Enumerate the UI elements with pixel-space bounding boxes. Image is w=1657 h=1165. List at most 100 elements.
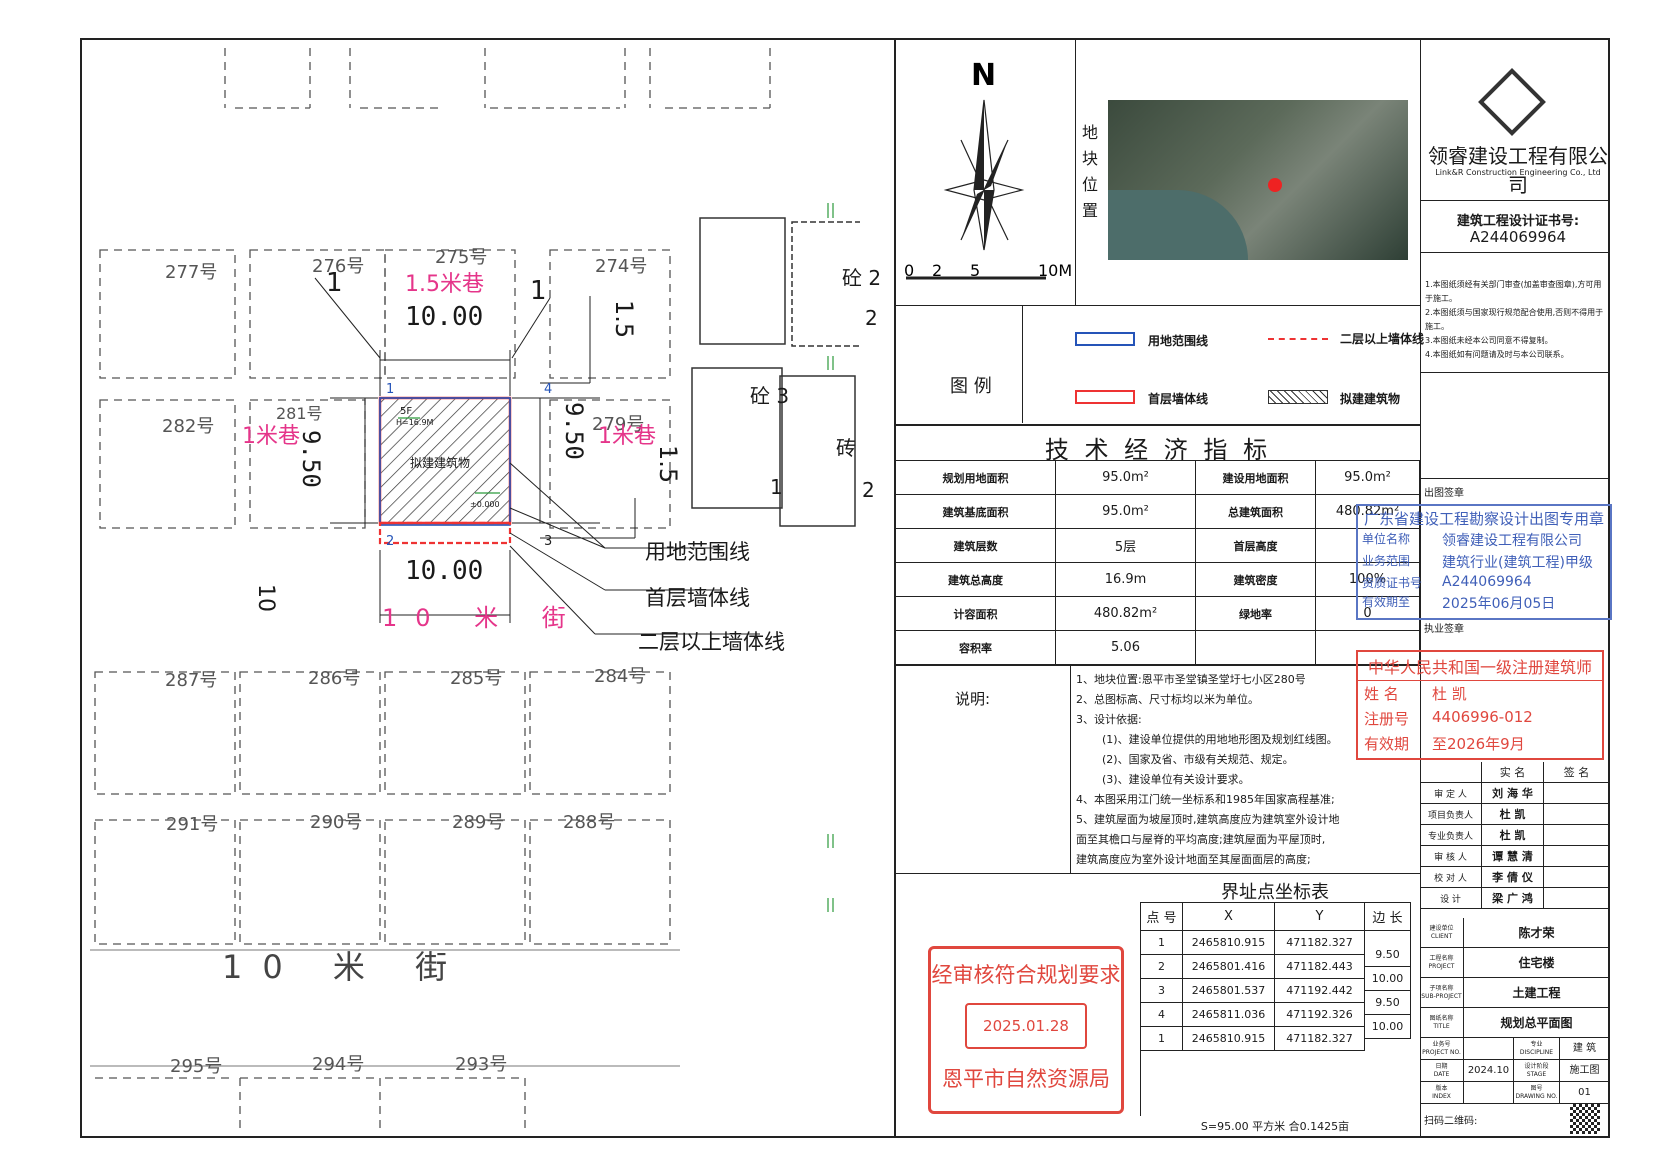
seal-key: 有效期 [1364, 735, 1410, 753]
lot-288: 288号 [563, 812, 616, 833]
project-key: 工程名称 PROJECT [1420, 948, 1464, 978]
legend-swatch-ground-wall [1075, 390, 1135, 404]
tech-cell: 480.82m² [1316, 495, 1420, 529]
project-meta [1464, 1082, 1514, 1104]
coords-cell: 2 [1141, 955, 1183, 979]
tech-cell: 95.0m² [1056, 495, 1196, 529]
lane-1-5m: 1.5米巷 [405, 272, 484, 297]
seal-key: 有效期至 [1362, 595, 1411, 609]
svg-text:5: 5 [970, 261, 980, 280]
street-10m-bottom: 10 米 街 [222, 948, 468, 986]
signature-name: 李 倩 仪 [1482, 867, 1544, 888]
coords-edge: 9.50 [1365, 943, 1411, 967]
panel-divider [894, 38, 896, 1138]
block-concrete-3: 砼 3 [750, 384, 790, 408]
seal-key: 资质证书号 [1362, 576, 1423, 590]
aerial-photo [1108, 100, 1408, 260]
coords-edge: 10.00 [1365, 967, 1411, 991]
tech-cell: 总建筑面积 [1196, 495, 1316, 529]
callout-site-boundary: 用地范围线 [645, 540, 750, 564]
tech-cell: 95.0m² [1056, 461, 1196, 495]
tech-cell: 容积率 [896, 631, 1056, 665]
lot-281: 281号 [276, 404, 323, 423]
dim-offset-right: 1 [530, 276, 547, 306]
site-marker-icon [1268, 178, 1282, 192]
tech-cell: 0 [1316, 597, 1420, 631]
legend-label-building: 拟建建筑物 [1340, 392, 1401, 406]
coords-cell: 471192.326 [1275, 1003, 1365, 1027]
signature-name: 杜 凯 [1482, 825, 1544, 846]
project-key: 子项名称 SUB-PROJECT [1420, 978, 1464, 1008]
coords-cell: 471182.443 [1275, 955, 1365, 979]
tech-cell: 100% [1316, 563, 1420, 597]
coords-cell: 471182.327 [1275, 931, 1365, 955]
cert-label: 建筑工程设计证书号: [1456, 214, 1580, 229]
north-arrow-icon: N 0 2 5 10M [904, 58, 1072, 280]
seal-row: 单位名称领睿建设工程有限公司 [1358, 529, 1610, 551]
coords-footer: S=95.00 平方米 合0.1425亩 [1200, 1120, 1350, 1133]
lot-284: 284号 [594, 666, 647, 687]
tech-title: 技 术 经 济 指 标 [1044, 436, 1272, 464]
seal-value: 2025年06月05日 [1442, 596, 1556, 612]
coords-cell: 1 [1141, 1027, 1183, 1051]
signature-table: 实 名签 名审 定 人刘 海 华项目负责人杜 凯专业负责人杜 凯审 核 人谭 慧… [1420, 762, 1610, 910]
dim-offset-top: 1.5 [610, 300, 638, 339]
lot-293: 293号 [455, 1054, 508, 1075]
signature-header [1420, 762, 1482, 783]
dim-width-bottom: 10.00 [405, 556, 484, 586]
building-floors: 5F [400, 406, 413, 417]
description-label: 说明: [955, 690, 991, 708]
tech-cell: 5层 [1056, 529, 1196, 563]
project-value: 陈才荣 [1464, 918, 1610, 948]
project-value: 土建工程 [1464, 978, 1610, 1008]
coords-cell: 1 [1141, 931, 1183, 955]
tech-cell: 建设用地面积 [1196, 461, 1316, 495]
seal-value: 领睿建设工程有限公司 [1442, 533, 1582, 549]
coords-title: 界址点坐标表 [1221, 882, 1329, 903]
coords-header: 边 长 [1365, 903, 1411, 931]
project-meta [1464, 1038, 1514, 1060]
tech-cell: 5.06 [1056, 631, 1196, 665]
project-value: 规划总平面图 [1464, 1008, 1610, 1038]
block-brick: 砖 [836, 436, 856, 460]
signature-role: 审 核 人 [1420, 846, 1482, 867]
compass-north: N [971, 58, 996, 93]
tech-cell: 480.82m² [1056, 597, 1196, 631]
point-4: 4 [544, 382, 553, 397]
project-meta: 2024.10 [1464, 1060, 1514, 1082]
signature-role: 项目负责人 [1420, 804, 1482, 825]
lot-285: 285号 [450, 668, 503, 689]
legend-label-ground-wall: 首层墙体线 [1148, 392, 1209, 406]
site-plan [90, 48, 860, 1133]
lot-295: 295号 [170, 1056, 223, 1077]
signature-name: 谭 慧 清 [1482, 846, 1544, 867]
lot-287: 287号 [165, 670, 218, 691]
tech-cell: 建筑基底面积 [896, 495, 1056, 529]
coords-header: X [1183, 903, 1275, 931]
coords-cell: 2465801.537 [1183, 979, 1275, 1003]
tech-cell: 建筑总高度 [896, 563, 1056, 597]
seal-key: 姓 名 [1364, 685, 1399, 703]
project-meta: 版本 INDEX [1420, 1082, 1464, 1104]
dim-height-left: 9.50 [297, 430, 325, 488]
seal-row: 姓 名杜 凯 [1364, 681, 1602, 706]
lot-275: 275号 [435, 247, 488, 268]
signature-name: 梁 广 鸿 [1482, 888, 1544, 909]
tech-cell: 规划用地面积 [896, 461, 1056, 495]
lot-277: 277号 [165, 262, 218, 283]
signature-role: 专业负责人 [1420, 825, 1482, 846]
seal-key: 业务范围 [1362, 554, 1411, 568]
point-1: 1 [386, 382, 395, 397]
coords-cell: 2465801.416 [1183, 955, 1275, 979]
tech-cell: 建筑密度 [1196, 563, 1316, 597]
tech-cell: 计容面积 [896, 597, 1056, 631]
seal-value: 杜 凯 [1432, 685, 1467, 703]
seal-value: 建筑行业(建筑工程)甲级 [1442, 555, 1593, 571]
street-10m-top: 10 米 街 [382, 604, 584, 632]
design-seal: 广东省建设工程勘察设计出图专用章 单位名称领睿建设工程有限公司业务范围建筑行业(… [1356, 504, 1612, 620]
qr-label: 扫码二维码: [1424, 1115, 1478, 1127]
